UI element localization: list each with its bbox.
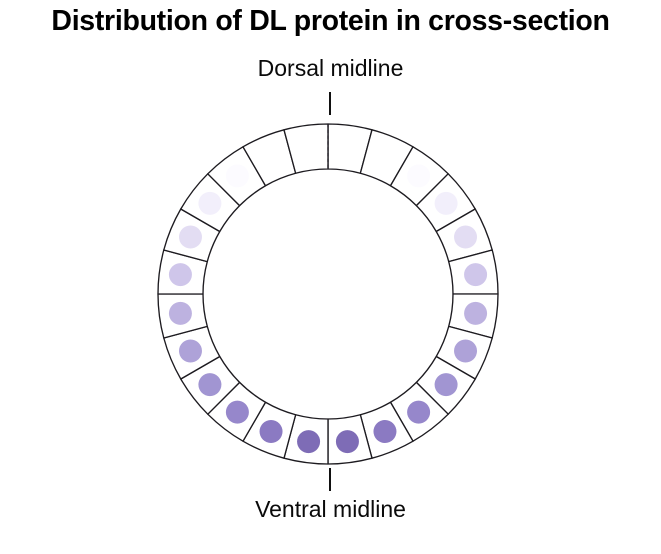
cell-nucleus [297,430,321,454]
cell-nucleus [373,420,397,444]
cell-nucleus [407,164,431,188]
cell-nucleus [373,144,397,168]
cell-nucleus [464,263,488,287]
cell-nucleus [335,134,359,158]
dorsal-midline-label: Dorsal midline [257,55,404,81]
cell-nucleus [335,430,359,454]
cell-nucleus [198,191,222,215]
cell-nucleus [434,373,458,397]
cell-nucleus [259,420,283,444]
cell-nucleus [434,191,458,215]
cell-nucleus [225,164,249,188]
cell-nucleus [178,225,202,249]
dorsal-midline-tick [329,92,331,115]
cell-nucleus [454,339,478,363]
cell-nucleus [178,339,202,363]
cell-nucleus [454,225,478,249]
cell-nucleus [225,400,249,424]
cell-nucleus [198,373,222,397]
cell-nucleus [407,400,431,424]
page-title: Distribution of DL protein in cross-sect… [51,5,610,37]
ventral-midline-tick [329,468,331,491]
cell-nucleus [168,301,192,325]
cell-nucleus [259,144,283,168]
ventral-midline-label: Ventral midline [255,496,406,522]
cell-layer [157,123,499,465]
cell-nucleus [168,263,192,287]
cell-nucleus [297,134,321,158]
cell-nucleus [464,301,488,325]
